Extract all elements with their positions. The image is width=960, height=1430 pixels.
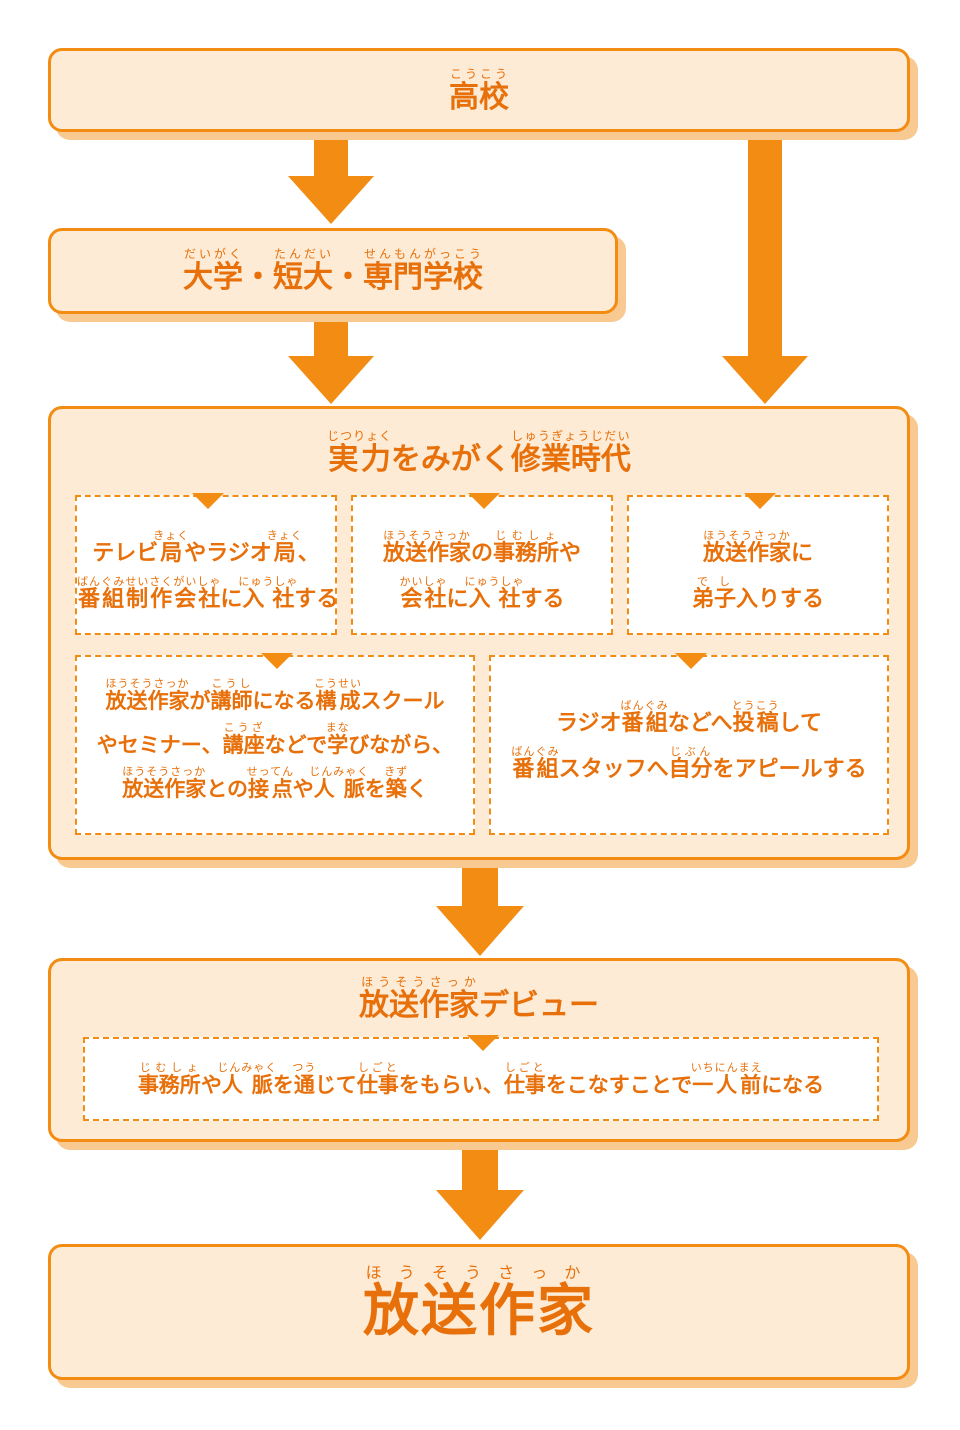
node-training-period: 実力じつりょくをみがく修業時代しゅうぎょうじだい テレビ局きょくやラジオ局きょく… [48, 406, 910, 860]
debut-title: 放送作家ほうそうさっかデビュー [359, 975, 599, 1023]
triangle-marker [468, 493, 500, 509]
training-title: 実力じつりょくをみがく修業時代しゅうぎょうじだい [327, 429, 631, 477]
option-writing-school-line1: 放送作家ほうそうさっかが講師こうしになる構成こうせいスクール [105, 677, 445, 713]
triangle-marker [744, 493, 776, 509]
option-radio-submission-line2: 番組ばんぐみスタッフへ自分じぶんをアピールする [511, 745, 867, 782]
option-apprentice-line2: 弟子でし入りする [691, 575, 825, 612]
node-debut: 放送作家ほうそうさっかデビュー 事務所じむしょや人脈じんみゃくを通つうじて仕事し… [48, 958, 910, 1142]
option-writer-office: 放送作家ほうそうさっかの事務所じむしょや 会社かいしゃに入社にゅうしゃする [351, 493, 613, 635]
triangle-marker [467, 1035, 499, 1051]
triangle-marker [675, 653, 707, 669]
option-apprentice-line1: 放送作家ほうそうさっかに [702, 529, 814, 566]
arrow-training-to-debut [436, 858, 524, 956]
triangle-marker [192, 493, 224, 509]
option-writer-office-line2: 会社かいしゃに入社にゅうしゃする [399, 575, 565, 612]
node-high-school: 高校こうこう [48, 48, 910, 132]
node-university: 大学だいがく・短大たんだい・専門学校せんもんがっこう [48, 228, 618, 314]
option-writing-school-line2: やセミナー、講座こうざなどで学まなびながら、 [96, 721, 454, 757]
option-tv-radio-station: テレビ局きょくやラジオ局きょく、 番組制作会社ばんぐみせいさくがいしゃに入社にゅ… [75, 493, 339, 635]
option-writer-office-line1: 放送作家ほうそうさっかの事務所じむしょや [382, 529, 582, 566]
debut-description-box: 事務所じむしょや人脈じんみゃくを通つうじて仕事しごとをもらい、仕事しごとをこなす… [83, 1035, 879, 1121]
option-writing-school: 放送作家ほうそうさっかが講師こうしになる構成こうせいスクール やセミナー、講座こ… [75, 653, 475, 835]
debut-description: 事務所じむしょや人脈じんみゃくを通つうじて仕事しごとをもらい、仕事しごとをこなす… [137, 1061, 825, 1097]
arrow-university-to-training [288, 312, 374, 404]
arrow-debut-to-goal [436, 1140, 524, 1240]
goal-label: 放送作家ほうそうさっか [363, 1263, 595, 1344]
arrow-highschool-to-university [288, 130, 374, 224]
node-goal-broadcast-writer: 放送作家ほうそうさっか [48, 1244, 910, 1380]
option-radio-submission: ラジオ番組ばんぐみなどへ投稿とうこうして 番組ばんぐみスタッフへ自分じぶんをアピ… [489, 653, 889, 835]
option-tv-radio-line2: 番組制作会社ばんぐみせいさくがいしゃに入社にゅうしゃする [77, 575, 339, 612]
option-tv-radio-line1: テレビ局きょくやラジオ局きょく、 [92, 529, 320, 566]
arrow-highschool-to-training [722, 130, 808, 404]
high-school-label: 高校こうこう [449, 67, 509, 115]
option-radio-submission-line1: ラジオ番組ばんぐみなどへ投稿とうこうして [555, 699, 822, 736]
option-apprentice: 放送作家ほうそうさっかに 弟子でし入りする [627, 493, 889, 635]
triangle-marker [261, 653, 293, 669]
option-writing-school-line3: 放送作家ほうそうさっかとの接点せってんや人脈じんみゃくを築きずく [122, 765, 428, 801]
university-label: 大学だいがく・短大たんだい・専門学校せんもんがっこう [183, 247, 483, 295]
